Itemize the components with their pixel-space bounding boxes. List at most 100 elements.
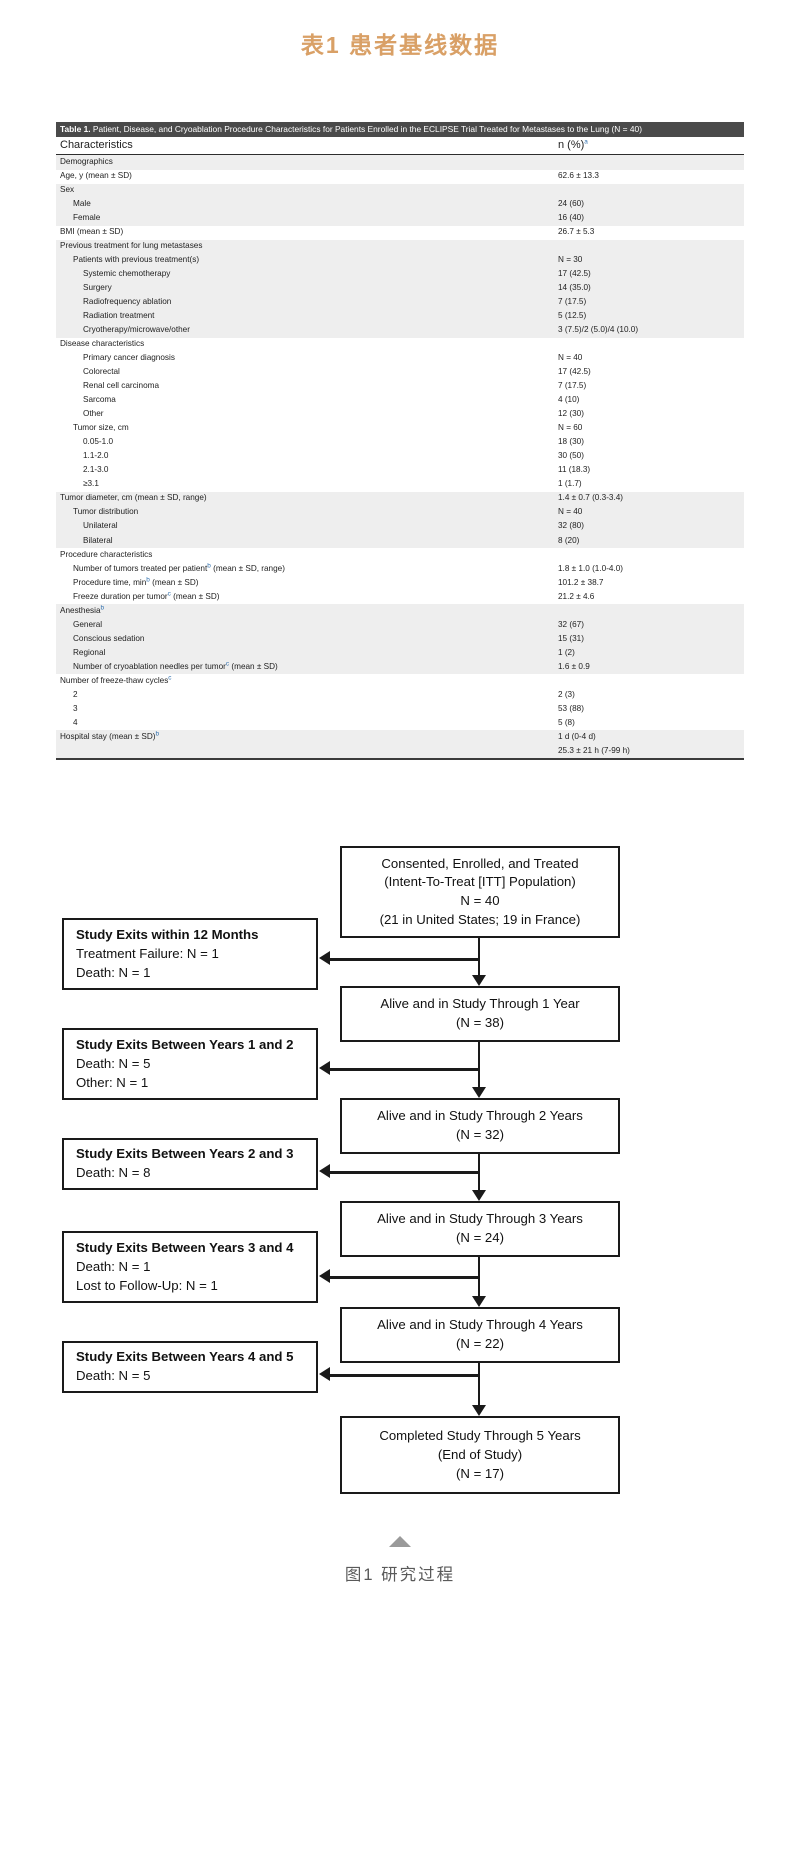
row-label: Number of freeze-thaw cyclesc [56, 674, 554, 689]
row-label-text: Tumor diameter, cm (mean ± SD, range) [60, 493, 207, 503]
row-value: 32 (67) [554, 618, 744, 633]
flow-box-line: Alive and in Study Through 2 Years [377, 1108, 583, 1124]
arrow-to-exit-years-2-3 [319, 1164, 330, 1179]
flow-box-line: Completed Study Through 5 Years [379, 1428, 581, 1444]
row-label-text: Primary cancer diagnosis [83, 353, 175, 363]
flow-box-completed: Completed Study Through 5 Years (End of S… [340, 1416, 620, 1495]
table-row: Age, y (mean ± SD)62.6 ± 13.3 [56, 169, 744, 184]
table-row: Number of tumors treated per patientb (m… [56, 561, 744, 576]
table-row: Renal cell carcinoma 7 (17.5) [56, 379, 744, 394]
exit-box-line: Death: N = 8 [76, 1165, 151, 1181]
flow-box-year-1: Alive and in Study Through 1 Year(N = 38… [340, 986, 620, 1043]
exit-box-title: Study Exits Between Years 4 and 5 [76, 1349, 294, 1365]
arrow-year4-to-completed [472, 1405, 486, 1417]
flow-box-line: (End of Study) [437, 1446, 523, 1462]
page-title: 表1 患者基线数据 [300, 32, 500, 58]
row-value: 1 (2) [554, 646, 744, 661]
exit-box-line: Death: N = 5 [76, 1368, 151, 1384]
row-label: Age, y (mean ± SD) [56, 169, 554, 184]
exit-box-line: Treatment Failure: N = 1 [76, 945, 219, 961]
row-label: Radiation treatment [56, 309, 554, 324]
flow-box-line: Alive and in Study Through 1 Year [380, 996, 580, 1012]
row-label: Disease characteristics [56, 337, 554, 352]
branch-line-years-3-4 [330, 1276, 480, 1279]
row-label: Colorectal [56, 365, 554, 380]
row-label-text: Renal cell carcinoma [83, 381, 159, 391]
row-label-text: Anesthesia [60, 605, 101, 615]
branch-line-12-months [330, 958, 480, 961]
row-label: BMI (mean ± SD) [56, 225, 554, 240]
row-value: 25.3 ± 21 h (7-99 h) [554, 744, 744, 759]
table-body: Table 1. Patient, Disease, and Cryoablat… [56, 122, 744, 759]
row-label: Demographics [56, 154, 554, 170]
row-label-text: Regional [73, 647, 106, 657]
row-label: Cryotherapy/microwave/other [56, 323, 554, 338]
table-row: Freeze duration per tumorc (mean ± SD)21… [56, 589, 744, 604]
row-label-text: Bilateral [83, 535, 113, 545]
arrow-enrolled-to-year1 [472, 975, 486, 987]
row-value: 5 (12.5) [554, 309, 744, 324]
exit-box-title: Study Exits Between Years 2 and 3 [76, 1146, 294, 1162]
row-value [554, 239, 744, 254]
row-label: Systemic chemotherapy [56, 267, 554, 282]
row-label: Surgery [56, 281, 554, 296]
row-value: 1.4 ± 0.7 (0.3-3.4) [554, 491, 744, 506]
row-label-text: 2.1-3.0 [83, 465, 109, 475]
table-row: Procedure time, minb (mean ± SD)101.2 ± … [56, 575, 744, 590]
row-label-text: Conscious sedation [73, 633, 145, 643]
table-row: Bilateral 8 (20) [56, 533, 744, 548]
row-label: Sarcoma [56, 393, 554, 408]
row-label: Bilateral [56, 533, 554, 548]
table-row: BMI (mean ± SD)26.7 ± 5.3 [56, 225, 744, 240]
connector-year1-to-year2 [478, 1042, 481, 1088]
row-label: Procedure time, minb (mean ± SD) [56, 575, 554, 590]
column-header-n: n (%)a [554, 136, 744, 156]
row-label: Conscious sedation [56, 632, 554, 647]
flow-box-line: (N = 22) [455, 1336, 504, 1352]
row-value: 1.8 ± 1.0 (1.0-4.0) [554, 561, 744, 576]
row-label: Other [56, 407, 554, 422]
exit-box-title: Study Exits Between Years 1 and 2 [76, 1037, 294, 1053]
table-row: Number of cryoablation needles per tumor… [56, 660, 744, 675]
row-label: 1.1-2.0 [56, 449, 554, 464]
row-value: 5 (8) [554, 716, 744, 731]
footnote-marker-a: a [584, 138, 588, 146]
row-value [554, 183, 744, 198]
flow-box-line: (N = 24) [455, 1230, 504, 1246]
collapse-triangle-icon[interactable] [389, 1536, 411, 1548]
flow-box-line: (21 in United States; 19 in France) [379, 911, 581, 927]
row-label: Male [56, 197, 554, 212]
row-value: 26.7 ± 5.3 [554, 225, 744, 240]
arrow-to-exit-12-months [319, 951, 330, 966]
row-value: 7 (17.5) [554, 379, 744, 394]
row-label-text: Hospital stay (mean ± SD) [60, 731, 156, 741]
characteristics-table: Table 1. Patient, Disease, and Cryoablat… [56, 122, 744, 759]
row-label: Female [56, 211, 554, 226]
row-value: 1.6 ± 0.9 [554, 660, 744, 675]
exit-box-title: Study Exits within 12 Months [76, 927, 259, 943]
row-label-text: Procedure time, min [73, 577, 147, 587]
exit-box-line: Death: N = 5 [76, 1055, 151, 1071]
row-label: Patients with previous treatment(s) [56, 253, 554, 268]
row-label-tail: (mean ± SD) [229, 661, 278, 671]
row-value: 7 (17.5) [554, 295, 744, 310]
row-value: 2 (3) [554, 688, 744, 703]
row-value: N = 40 [554, 351, 744, 366]
row-value: 1 (1.7) [554, 477, 744, 492]
row-label-text: Sex [60, 185, 75, 195]
row-label-text: Disease characteristics [60, 339, 145, 349]
table-caption-label: Table 1. [60, 123, 91, 134]
row-value: 8 (20) [554, 533, 744, 548]
table-caption-text: Patient, Disease, and Cryoablation Proce… [90, 123, 642, 134]
row-label: 2.1-3.0 [56, 463, 554, 478]
table-row: 25.3 ± 21 h (7-99 h) [56, 744, 744, 759]
table-row: Primary cancer diagnosis N = 40 [56, 351, 744, 366]
row-label-text: Tumor size, cm [73, 423, 129, 433]
exit-box-years-2-3: Study Exits Between Years 2 and 3 Death: … [62, 1138, 318, 1191]
row-label-text: 0.05-1.0 [83, 437, 114, 447]
